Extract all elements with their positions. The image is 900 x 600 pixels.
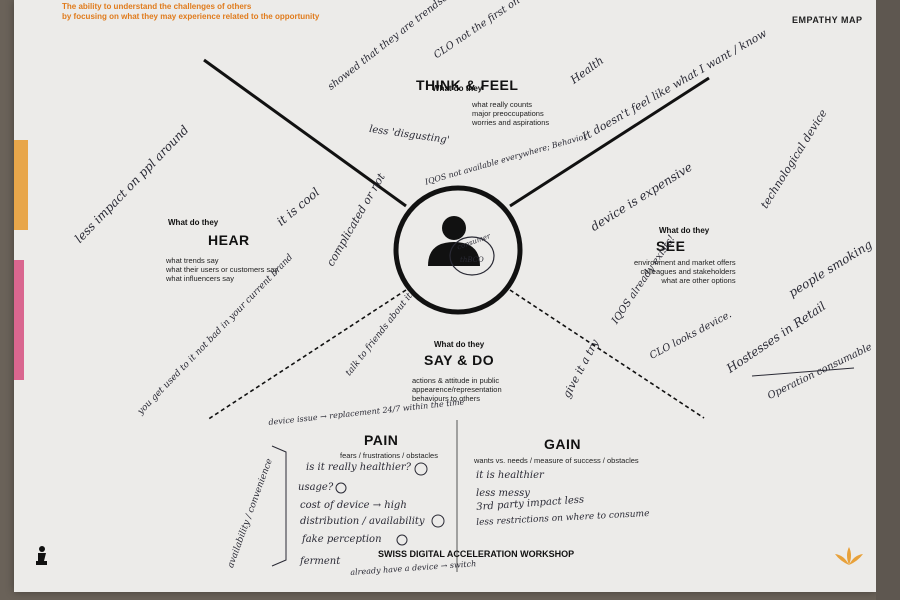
say-line-3: behaviours to others <box>412 394 480 403</box>
note-cost-device: cost of device → high <box>300 500 407 511</box>
pain-title: PAIN <box>364 432 399 448</box>
pain-subtitle: fears / frustrations / obstacles <box>340 451 438 460</box>
note-usage: usage? <box>298 482 334 493</box>
orange-sticky-edge <box>14 140 28 230</box>
think-line-1: what really counts <box>472 100 533 109</box>
see-title: SEE <box>656 238 686 254</box>
chess-piece-icon <box>34 545 48 572</box>
say-line-2: appearence/representation <box>412 385 502 394</box>
pain-numbered-circles <box>335 462 445 546</box>
note-ferment: ferment <box>300 556 341 567</box>
think-line-3: worries and aspirations <box>472 118 550 127</box>
hear-line-1: what trends say <box>166 256 219 265</box>
think-line-2: major preoccupations <box>472 109 544 118</box>
note-really-healthier: is it really healthier? <box>306 462 412 473</box>
line-bottom-right <box>509 289 705 419</box>
say-title: SAY & DO <box>424 352 495 368</box>
person-icon <box>428 216 480 266</box>
hear-line-2: what their users or customers say <box>166 265 279 274</box>
underline-note <box>751 367 855 377</box>
think-question: What do they <box>432 84 483 93</box>
intro-text: The ability to understand the challenges… <box>62 2 319 22</box>
see-description: environment and market offers colleagues… <box>634 258 736 285</box>
pink-sticky-edge <box>14 260 24 380</box>
say-question: What do they <box>434 340 485 349</box>
page-title: EMPATHY MAP <box>792 15 863 25</box>
see-line-2: colleagues and stakeholders <box>640 267 736 276</box>
gain-subtitle: wants vs. needs / measure of success / o… <box>474 456 639 465</box>
empathy-map-poster: The ability to understand the challenges… <box>14 0 876 592</box>
line-top-right <box>509 76 710 208</box>
dark-background-edge <box>876 0 900 600</box>
note-it-is-healthier: it is healthier <box>476 470 544 481</box>
see-question: What do they <box>659 226 710 235</box>
line-bottom-left <box>206 289 407 421</box>
note-less-messy: less messy <box>476 488 530 499</box>
note-distribution: distribution / availability <box>300 516 425 527</box>
gain-title: GAIN <box>544 436 581 452</box>
line-top-left <box>203 58 407 208</box>
hear-question: What do they <box>168 218 219 227</box>
consumer-circle-note <box>449 236 495 276</box>
leaf-logo-icon <box>832 545 866 572</box>
intro-line-2: by focusing on what they may experience … <box>62 12 320 21</box>
think-description: what really counts major preoccupations … <box>472 100 549 127</box>
center-note-line-2: thBCO <box>460 256 484 264</box>
center-circle <box>393 185 523 315</box>
hear-title: HEAR <box>208 232 250 248</box>
pain-gain-bracket <box>271 445 287 567</box>
hear-line-3: what influencers say <box>166 274 234 283</box>
workshop-title: SWISS DIGITAL ACCELERATION WORKSHOP <box>378 549 575 559</box>
see-line-1: environment and market offers <box>634 258 736 267</box>
think-title: THINK & FEEL <box>416 77 519 93</box>
note-fake-perception: fake perception <box>302 534 382 545</box>
say-description: actions & attitude in public appearence/… <box>412 376 502 403</box>
diagram-lines <box>203 58 855 572</box>
say-line-1: actions & attitude in public <box>412 376 500 385</box>
hear-description: what trends say what their users or cust… <box>166 256 278 283</box>
see-line-3: what are other options <box>661 276 736 285</box>
intro-line-1: The ability to understand the challenges… <box>62 2 252 11</box>
